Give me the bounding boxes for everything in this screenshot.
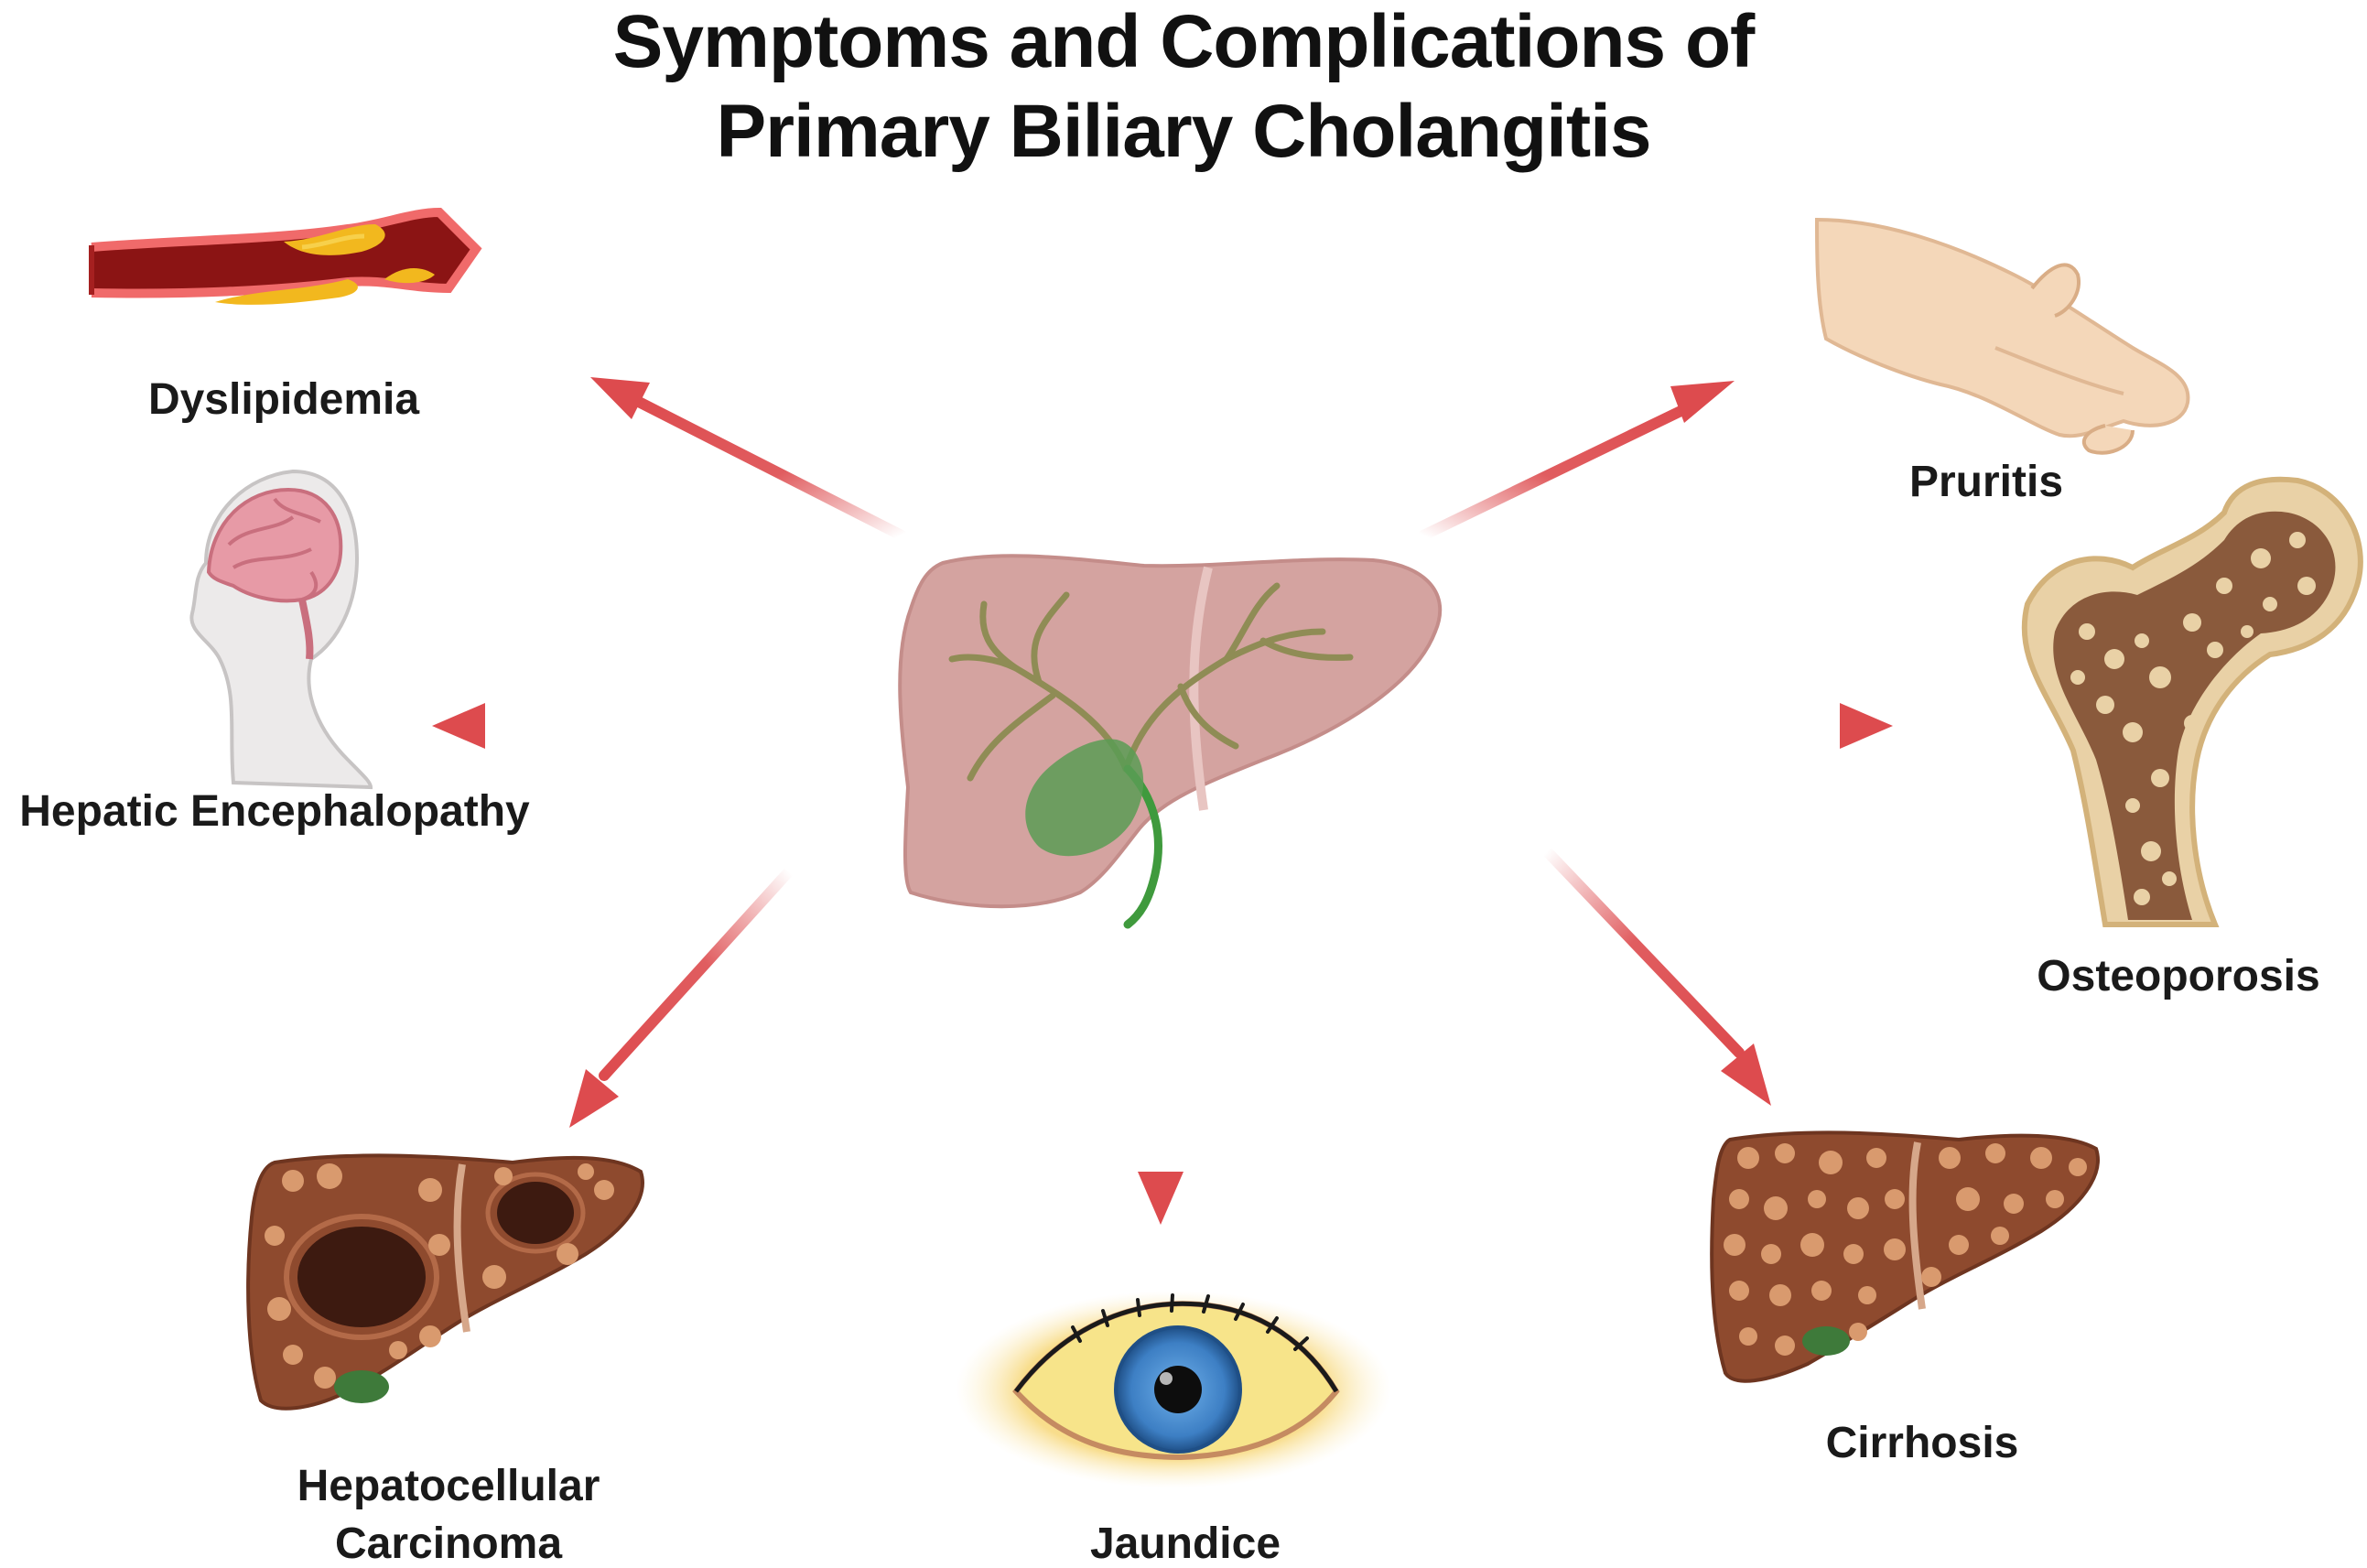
arrow-to-osteoporosis <box>1625 703 1893 749</box>
scratching-hand-icon <box>1814 217 2190 455</box>
label-cirrhosis: Cirrhosis <box>1825 1419 2019 1467</box>
arrow-to-hepatic-encephalopathy <box>432 703 696 749</box>
label-hepatocellular-line-1: Hepatocellular <box>297 1462 600 1510</box>
arrow-to-dyslipidemia <box>590 377 907 541</box>
arrow-to-cirrhosis <box>1541 846 1771 1106</box>
cirrhotic-liver-icon <box>1710 1130 2100 1383</box>
arrow-to-pruritis <box>1418 381 1735 541</box>
label-osteoporosis: Osteoporosis <box>2037 952 2320 1000</box>
central-liver-icon <box>898 554 1443 929</box>
label-carcinoma-line-2: Carcinoma <box>334 1519 563 1568</box>
yellow-eye-icon <box>956 1291 1391 1488</box>
bile-duct-tree <box>948 582 1354 782</box>
diagram-title-line-2: Primary Biliary Cholangitis <box>716 90 1651 173</box>
label-pruritis: Pruritis <box>1908 458 2064 506</box>
label-jaundice: Jaundice <box>1089 1519 1281 1568</box>
artery-plaque-icon <box>89 207 482 305</box>
head-brain-icon <box>189 469 373 790</box>
label-hepatic-encephalopathy: Hepatic Encephalopathy <box>19 787 530 836</box>
arrow-to-jaundice <box>1138 963 1184 1225</box>
porous-femur-icon <box>2021 476 2363 927</box>
liver-tumor-icon <box>246 1153 644 1411</box>
label-dyslipidemia: Dyslipidemia <box>147 375 420 424</box>
diagram-title-line-1: Symptoms and Complications of <box>612 0 1756 83</box>
arrow-to-hepatocellular-carcinoma <box>569 866 794 1128</box>
